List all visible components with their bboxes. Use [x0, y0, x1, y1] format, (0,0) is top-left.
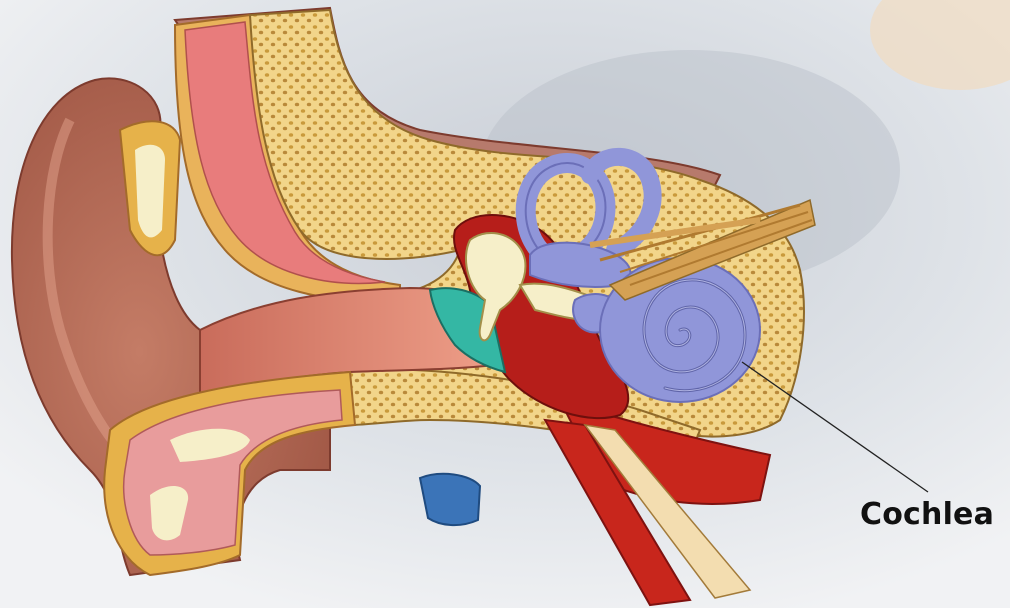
cochlea-label: Cochlea	[860, 497, 994, 532]
blood-vessel	[420, 474, 480, 525]
